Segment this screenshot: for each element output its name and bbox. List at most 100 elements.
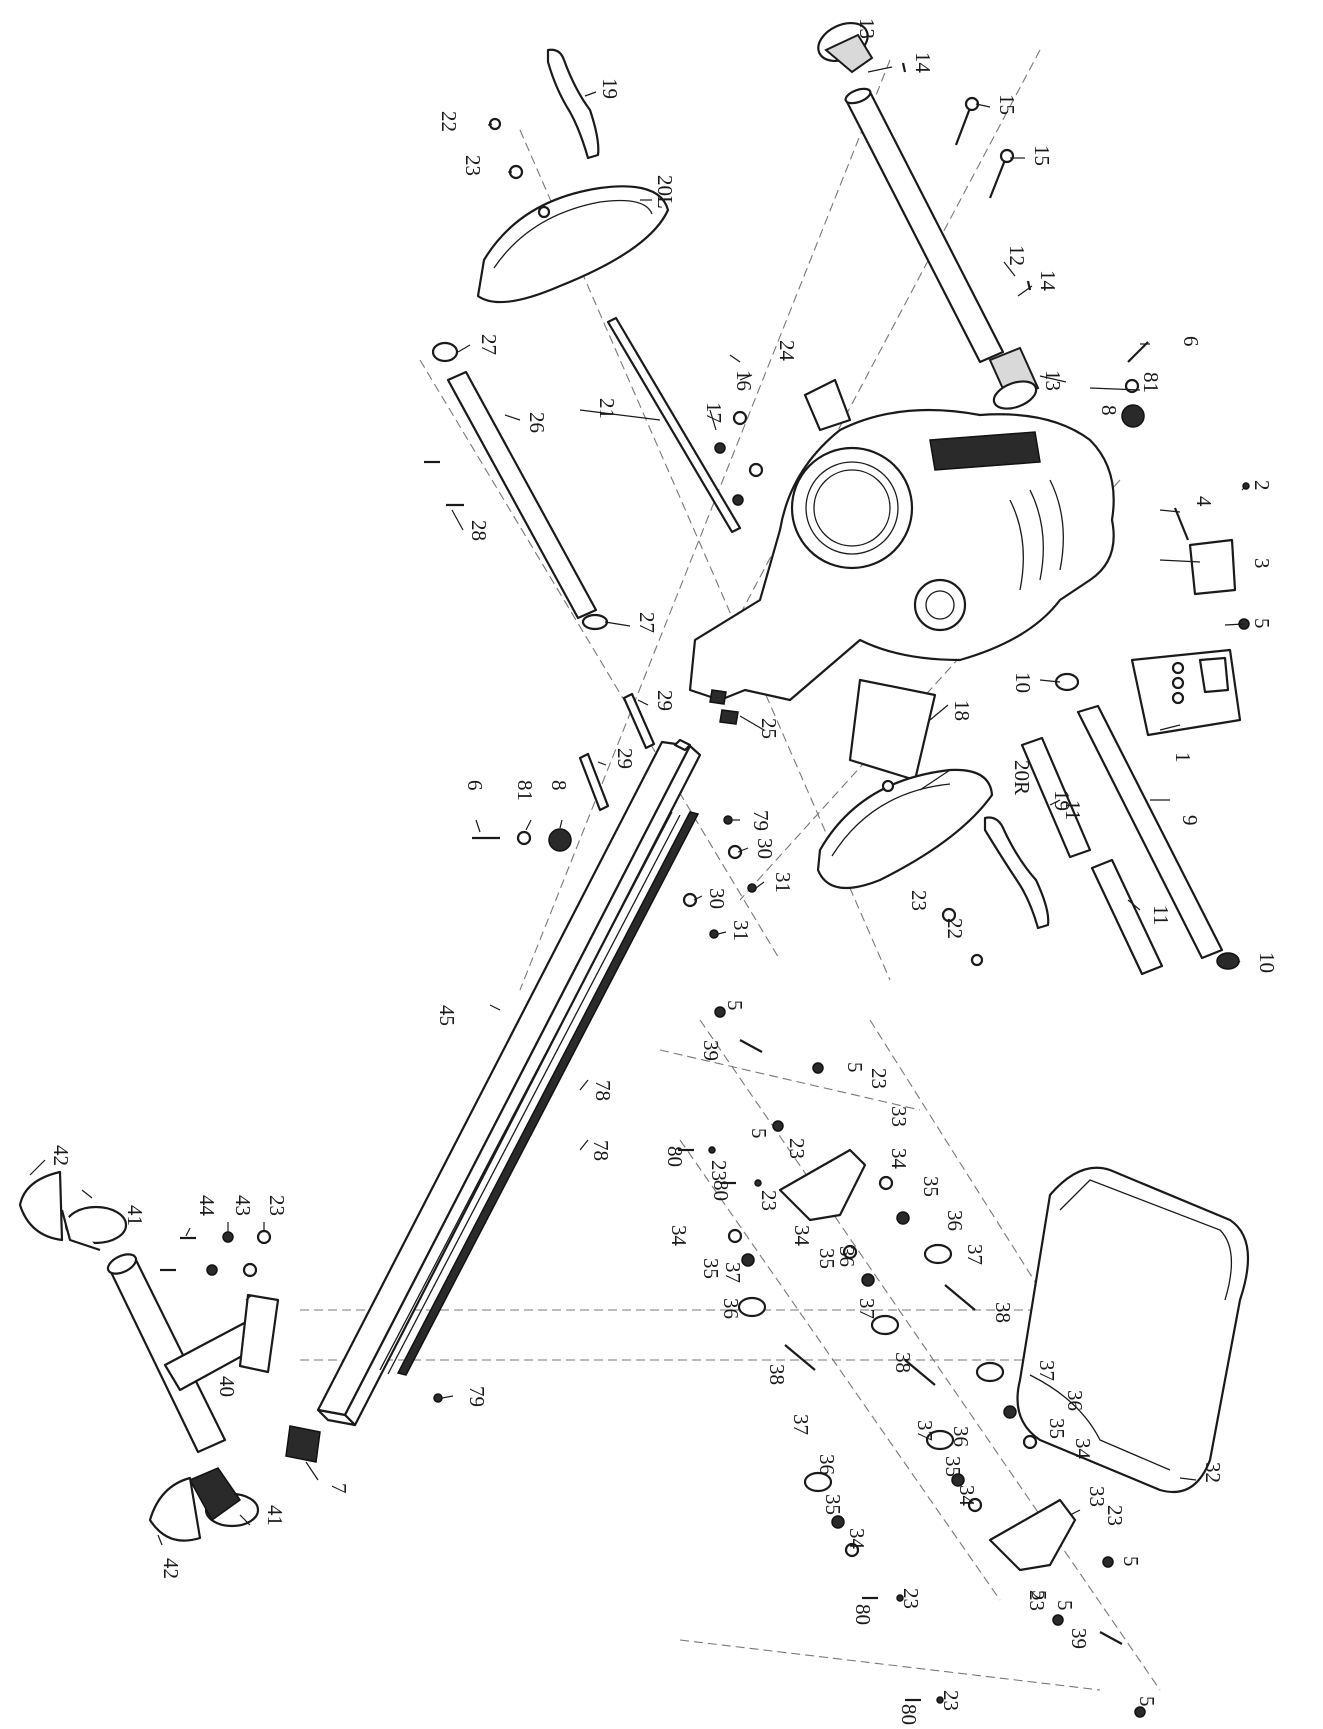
leader-lines	[29, 66, 1247, 1546]
seat-bracket-33b	[988, 1498, 1077, 1572]
callout-41b: 41	[263, 1505, 287, 1526]
end-plug	[285, 1425, 321, 1463]
callout-1: 1	[1171, 752, 1195, 763]
callout-23k: 23	[939, 1690, 963, 1711]
callout-80a: 80	[663, 1146, 687, 1167]
callout-22b: 22	[943, 918, 967, 939]
pedal-strap-right	[816, 768, 994, 890]
end-cap-top	[817, 21, 874, 74]
callout-12: 12	[1005, 245, 1029, 266]
callout-34f: 34	[845, 1528, 869, 1550]
callout-22a: 22	[437, 111, 461, 132]
seat	[1016, 1166, 1250, 1494]
callout-34a: 34	[887, 1148, 911, 1170]
callout-8a: 8	[1097, 405, 1121, 416]
part-25b	[709, 689, 727, 705]
foot-cap-41a-body	[60, 1209, 101, 1252]
callout-25: 25	[757, 718, 781, 739]
washer-81b	[516, 830, 532, 846]
washer-23-rear-b	[242, 1262, 258, 1278]
callout-23a: 23	[461, 155, 485, 176]
callout-5a: 5	[1250, 618, 1274, 629]
callout-37c: 37	[721, 1262, 745, 1283]
callout-13a: 13	[855, 18, 879, 39]
callout-5f: 5	[1053, 1600, 1077, 1611]
callout-5c: 5	[843, 1062, 867, 1073]
callout-5h: 5	[1027, 1590, 1051, 1601]
callout-21: 21	[595, 398, 619, 419]
screw-31a	[747, 883, 757, 893]
callout-2: 2	[1250, 480, 1274, 491]
nut-17	[714, 442, 726, 454]
washer-23-c	[896, 1594, 904, 1602]
grip-top	[546, 48, 600, 160]
callout-10b: 10	[1255, 952, 1279, 973]
callout-81a: 81	[1139, 372, 1163, 393]
callout-42b: 42	[159, 1558, 183, 1579]
wheel-8b	[548, 828, 572, 852]
callout-35b: 35	[815, 1248, 839, 1269]
callout-79b: 79	[465, 1386, 489, 1407]
washer-30a	[727, 844, 743, 860]
callout-31a: 31	[771, 872, 795, 893]
callout-80b: 80	[709, 1180, 733, 1201]
handlebar-tube	[844, 87, 1005, 364]
callout-80d: 80	[897, 1704, 921, 1725]
callout-78b: 78	[589, 1140, 613, 1161]
crossbar-tube	[1076, 704, 1224, 960]
callout-30b: 30	[705, 888, 729, 909]
callout-14b: 14	[1036, 270, 1060, 292]
callout-16: 16	[732, 370, 756, 391]
callout-19a: 19	[598, 78, 622, 99]
callout-36a: 36	[943, 1210, 967, 1231]
wheel-8a	[1121, 404, 1145, 428]
callout-23f: 23	[785, 1138, 809, 1159]
callout-36d: 36	[1063, 1390, 1087, 1411]
callout-20R: 20R	[1010, 760, 1034, 795]
callout-34d: 34	[1071, 1438, 1095, 1460]
callout-5g: 5	[1135, 1696, 1159, 1707]
callout-23b: 23	[907, 890, 931, 911]
callout-19b: 19	[1050, 790, 1074, 811]
foot-cap-41b-body	[188, 1467, 242, 1522]
callout-15a: 15	[995, 94, 1019, 115]
callout-20L: 20L	[653, 175, 677, 209]
callout-13b: 13	[1041, 370, 1065, 391]
bolt-15b-head	[999, 148, 1015, 164]
callout-27b: 27	[635, 612, 659, 633]
callout-5b: 5	[723, 1000, 747, 1011]
parts	[18, 21, 1250, 1718]
callout-7: 7	[327, 1483, 351, 1494]
callout-23c: 23	[265, 1195, 289, 1216]
callout-33a: 33	[887, 1106, 911, 1127]
callout-3: 3	[1250, 558, 1274, 569]
washer-23-a	[708, 1146, 716, 1154]
washer-23-rear	[256, 1229, 272, 1245]
callout-14a: 14	[911, 52, 935, 74]
washer-23-d	[936, 1696, 944, 1704]
callout-23g: 23	[867, 1068, 891, 1089]
callout-38a: 38	[991, 1302, 1015, 1323]
nut-5f	[1052, 1614, 1064, 1626]
callout-35d: 35	[1045, 1418, 1069, 1439]
nut-43	[222, 1231, 234, 1243]
callout-15b: 15	[1030, 145, 1054, 166]
pedal-tube	[431, 341, 609, 631]
callout-36f: 36	[815, 1454, 839, 1475]
pin-14a	[901, 62, 907, 73]
main-rail	[316, 738, 702, 1427]
callout-78a: 78	[591, 1080, 615, 1101]
callout-37e: 37	[913, 1420, 937, 1441]
nut-43b	[206, 1264, 218, 1276]
callout-23e: 23	[757, 1190, 781, 1211]
callout-11a: 11	[1061, 800, 1085, 820]
callout-28: 28	[467, 520, 491, 541]
callout-40: 40	[215, 1376, 239, 1397]
console	[1130, 648, 1242, 737]
callout-38b: 38	[891, 1352, 915, 1373]
callout-34c: 34	[667, 1225, 691, 1247]
console-bracket	[1188, 538, 1237, 596]
screw-79a	[723, 815, 733, 825]
callout-5d: 5	[747, 1128, 771, 1139]
